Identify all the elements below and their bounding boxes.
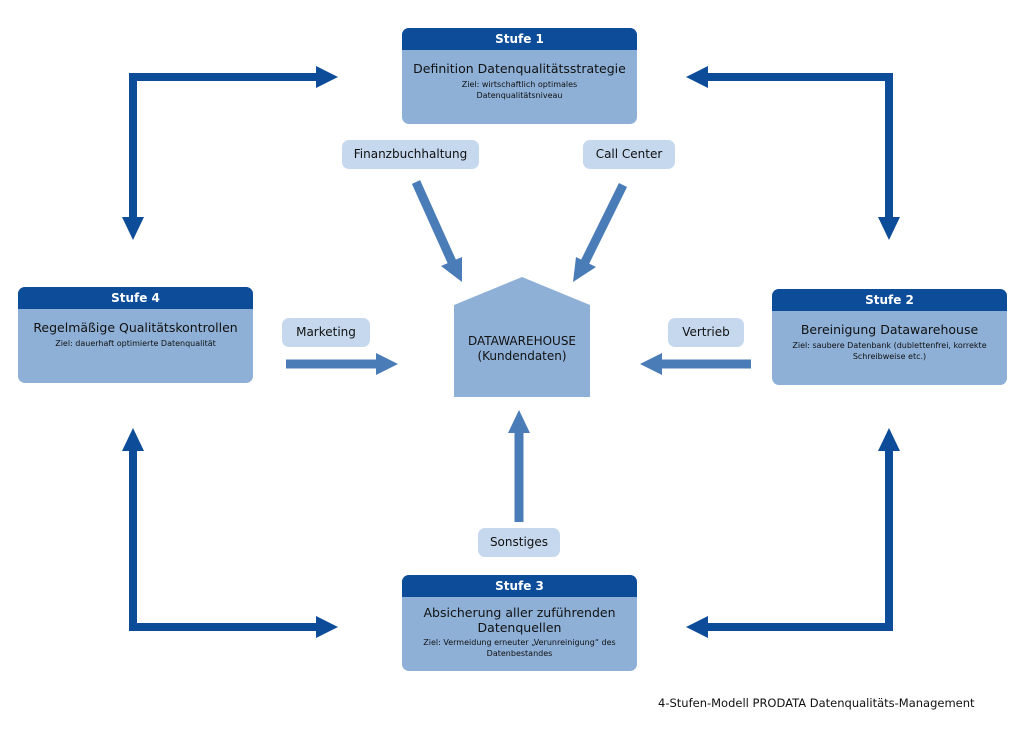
cycle-arrow-stage1-to-stage2 <box>706 73 893 218</box>
arrowhead-up-icon <box>878 428 900 451</box>
stage-1-header: Stufe 1 <box>402 28 637 50</box>
source-vertrieb: Vertrieb <box>668 318 744 347</box>
arrowhead-icon <box>508 410 530 433</box>
stage-4-header: Stufe 4 <box>18 287 253 309</box>
stage-1-box: Stufe 1 Definition Datenqualitätsstrateg… <box>402 28 637 124</box>
source-marketing: Marketing <box>282 318 370 347</box>
stage-3-box: Stufe 3 Absicherung aller zuführenden Da… <box>402 575 637 671</box>
stage-2-header: Stufe 2 <box>772 289 1007 311</box>
source-arrow-callcenter <box>580 183 628 264</box>
arrowhead-icon <box>573 257 596 282</box>
arrowhead-left-icon <box>686 66 708 88</box>
stage-3-title: Absicherung aller zuführenden Datenquell… <box>423 605 616 635</box>
datawarehouse-line2: (Kundendaten) <box>477 349 567 363</box>
stage-1-goal: Ziel: wirtschaftlich optimales Datenqual… <box>461 80 578 100</box>
cycle-arrow-stage4-to-stage1 <box>129 73 318 218</box>
stage-3-goal: Ziel: Vermeidung erneuter „Verunreinigun… <box>423 638 616 658</box>
arrowhead-icon <box>441 257 462 282</box>
stage-4-goal: Ziel: dauerhaft optimierte Datenqualität <box>55 339 216 348</box>
datawarehouse-node: DATAWAREHOUSE (Kundendaten) <box>454 277 590 397</box>
arrowhead-right-icon <box>316 66 338 88</box>
stage-2-goal: Ziel: saubere Datenbank (dublettenfrei, … <box>792 341 987 361</box>
stage-2-box: Stufe 2 Bereinigung Datawarehouse Ziel: … <box>772 289 1007 385</box>
stage-3-header: Stufe 3 <box>402 575 637 597</box>
arrowhead-up-icon <box>122 428 144 451</box>
stage-1-title: Definition Datenqualitätsstrategie <box>413 61 626 76</box>
diagram-caption: 4-Stufen-Modell PRODATA Datenqualitäts-M… <box>658 696 975 710</box>
arrowhead-down-icon <box>878 217 900 240</box>
source-finanzbuchhaltung: Finanzbuchhaltung <box>342 140 479 169</box>
arrowhead-icon <box>640 353 662 375</box>
arrowhead-icon <box>376 353 398 375</box>
source-arrow-finanz <box>411 180 457 264</box>
source-sonstiges: Sonstiges <box>478 528 560 557</box>
house-shape-icon <box>454 277 590 397</box>
source-call-center: Call Center <box>583 140 675 169</box>
datawarehouse-line1: DATAWAREHOUSE <box>467 334 577 348</box>
arrowhead-left-icon <box>686 616 708 638</box>
datawarehouse-label: DATAWAREHOUSE (Kundendaten) <box>454 334 590 364</box>
cycle-arrow-stage3-to-stage4 <box>129 450 318 631</box>
stage-4-title: Regelmäßige Qualitätskontrollen <box>33 320 238 335</box>
arrowhead-down-icon <box>122 217 144 240</box>
arrowhead-right-icon <box>316 616 338 638</box>
stage-2-title: Bereinigung Datawarehouse <box>800 322 979 337</box>
stage-4-box: Stufe 4 Regelmäßige Qualitätskontrollen … <box>18 287 253 383</box>
cycle-arrow-stage2-to-stage3 <box>706 450 893 631</box>
